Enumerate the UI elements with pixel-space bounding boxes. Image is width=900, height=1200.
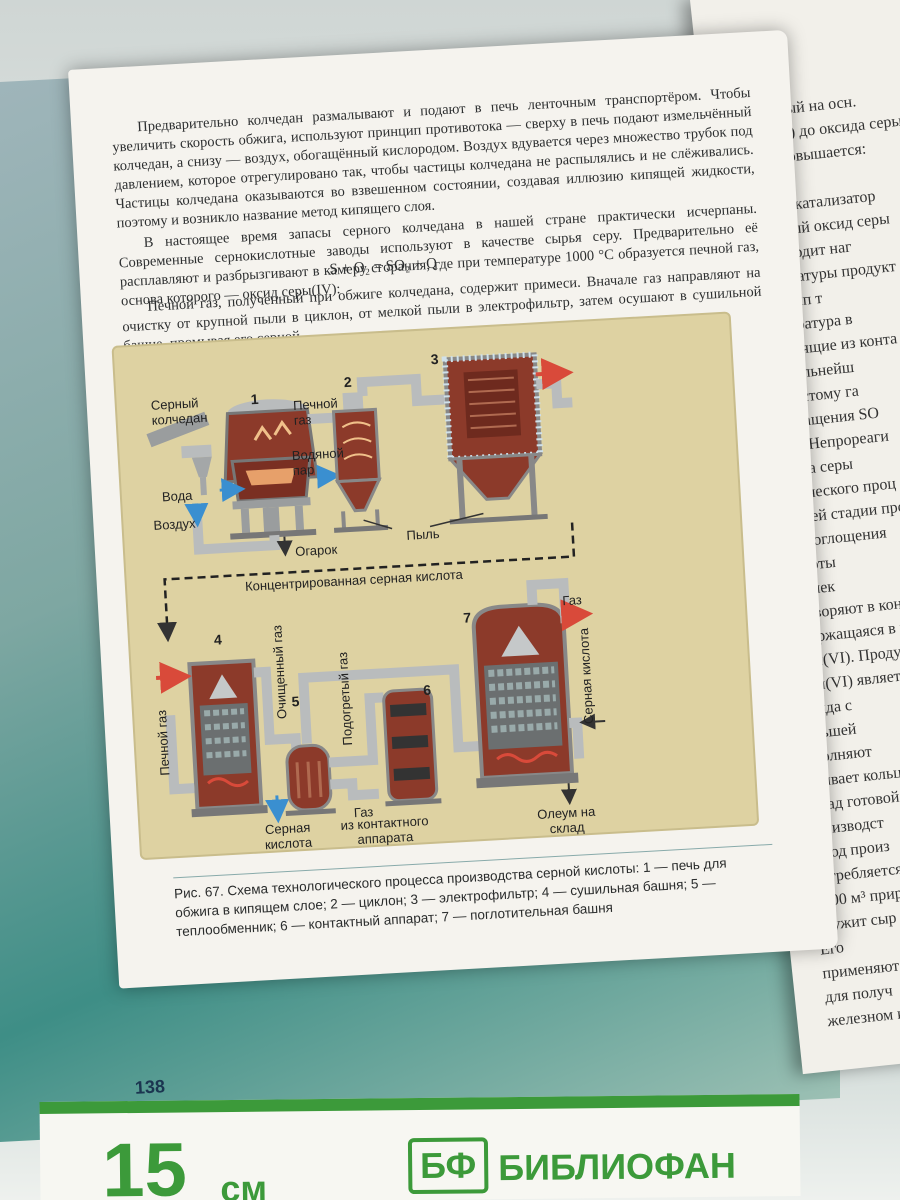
left-page: Предварительно колчедан размалывают и по… <box>68 29 839 1098</box>
label-furnace-gas-top: Печной газ <box>292 395 339 428</box>
drying-tower <box>187 658 268 818</box>
number-2: 2 <box>343 373 353 391</box>
ruler: 15 см БФ БИБЛИОФАН <box>39 1094 801 1200</box>
label-water: Вода <box>161 487 193 505</box>
number-1: 1 <box>250 390 259 408</box>
number-5: 5 <box>291 693 300 710</box>
publisher-brand: БИБЛИОФАН <box>497 1144 737 1189</box>
label-from-contact-apparatus: из контактного аппарата <box>340 813 429 848</box>
label-oleum: Олеум на склад <box>536 803 596 837</box>
label-cinder: Огарок <box>294 541 338 560</box>
label-gas-output: Газ <box>561 592 583 609</box>
electrofilter <box>441 351 548 525</box>
number-3: 3 <box>430 350 439 368</box>
number-7: 7 <box>462 609 472 626</box>
contact-apparatus <box>382 687 442 807</box>
ruler-size: 15 <box>101 1127 188 1200</box>
publisher-logo: БФ <box>407 1137 489 1195</box>
process-diagram: Серный колчедан 1 Печной газ 2 3 Вода Во… <box>111 311 760 861</box>
absorption-tower <box>471 602 579 789</box>
label-pyrite: Серный колчедан <box>150 395 208 428</box>
label-dust: Пыль <box>406 525 440 543</box>
process-diagram-drawing <box>146 351 606 824</box>
cyclone <box>331 392 389 533</box>
ruler-unit: см <box>220 1167 268 1200</box>
label-sulfuric-acid-bottom: Серная кислота <box>264 819 313 853</box>
figure-caption: Рис. 67. Схема технологического процесса… <box>173 843 776 942</box>
label-steam: Водяной пар <box>291 445 345 479</box>
label-air: Воздух <box>153 515 196 533</box>
conveyor <box>146 411 212 496</box>
number-4: 4 <box>213 631 223 648</box>
number-6: 6 <box>422 681 432 699</box>
page-number: 138 <box>134 1076 166 1098</box>
heat-exchanger <box>285 743 336 816</box>
